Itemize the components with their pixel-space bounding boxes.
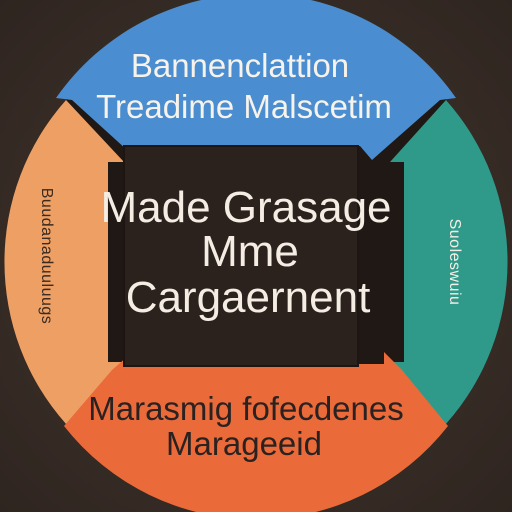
left-segment — [4, 100, 124, 424]
right-label: Suoleswuiu — [446, 219, 463, 306]
center-label-line1: Made Grasage — [100, 183, 391, 232]
top-label-line2: Treadime Malscetim — [96, 88, 392, 125]
right-segment — [390, 100, 508, 424]
bottom-label-line1: Marasmig fofecdenes — [88, 390, 403, 427]
center-label-line3: Cargaernent — [126, 273, 371, 322]
center-box — [123, 145, 359, 367]
top-label-line1: Bannenclattion — [131, 47, 349, 84]
bottom-label-line2: Marageeid — [166, 425, 322, 462]
left-label: Buudanaduuluugs — [38, 188, 55, 325]
top-segment — [56, 0, 456, 160]
center-label-line2: Mme — [201, 227, 299, 276]
bottom-segment — [64, 352, 448, 512]
